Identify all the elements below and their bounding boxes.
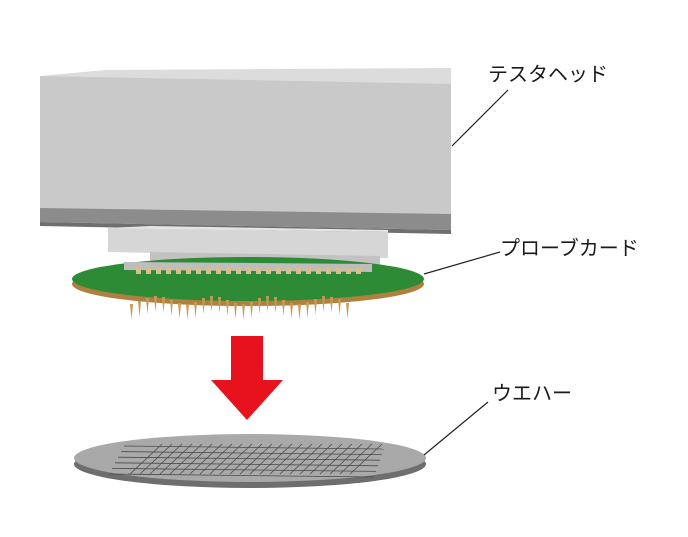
tester-head-base-stripe <box>40 208 451 230</box>
probe-card-mount <box>108 228 388 258</box>
probe-pin <box>170 300 173 316</box>
probe-card-pads <box>136 268 361 274</box>
contact-pad <box>286 268 291 274</box>
contact-pad <box>346 268 351 274</box>
probe-pin <box>298 304 301 320</box>
probe-pin <box>330 297 333 313</box>
wafer-grid-line <box>319 443 353 475</box>
wafer-surface <box>74 434 426 482</box>
contact-pad <box>256 268 261 274</box>
probe-pin <box>186 304 189 320</box>
down-arrow-icon <box>211 336 283 420</box>
probe-pin <box>162 297 165 313</box>
wafer-grid-line <box>209 443 243 475</box>
contact-pad <box>316 268 321 274</box>
wafer-grid-line <box>199 443 233 475</box>
tester-head-label: テスタヘッド <box>488 62 608 86</box>
wafer-grid-line <box>219 443 253 475</box>
wafer-grid-line <box>117 456 381 461</box>
probe-pin <box>218 297 221 313</box>
probe-pin <box>202 298 205 314</box>
probe-pin <box>314 299 317 315</box>
probe-pin <box>322 296 325 312</box>
probe-pin <box>194 302 197 318</box>
wafer-grid-line <box>120 451 383 455</box>
contact-pad <box>226 268 231 274</box>
probe-pin <box>146 298 149 314</box>
wafer-grid-line <box>309 443 343 475</box>
contact-pad <box>276 268 281 274</box>
contact-pad <box>336 268 341 274</box>
contact-pad <box>176 268 181 274</box>
probe-card-pins <box>130 296 349 320</box>
probe-pin <box>138 301 141 317</box>
leader-lines <box>423 89 509 456</box>
probe-pin <box>274 297 277 313</box>
contact-pad <box>146 268 151 274</box>
probe-pin <box>258 298 261 314</box>
contact-pad <box>216 268 221 274</box>
tester-head-front <box>40 76 451 216</box>
probe-pin <box>226 300 229 316</box>
probe-pin <box>338 299 341 315</box>
contact-pad <box>196 268 201 274</box>
wafer <box>74 434 426 488</box>
wafer-label: ウエハー <box>492 381 572 405</box>
contact-pad <box>236 268 241 274</box>
wafer-grid-line <box>114 462 379 467</box>
contact-pad <box>206 268 211 274</box>
probe-card-label: プローブカード <box>500 236 639 260</box>
contact-pad <box>306 268 311 274</box>
probe-pin <box>178 303 181 319</box>
wafer-die-grid <box>108 443 385 478</box>
contact-pad <box>246 268 251 274</box>
probe-pin <box>306 302 309 318</box>
leader-line-wafer <box>423 401 489 456</box>
contact-pad <box>326 268 331 274</box>
probe-pin <box>242 304 245 320</box>
contact-pad <box>296 268 301 274</box>
tester-head <box>40 68 451 234</box>
leader-line-tester-head <box>451 89 509 147</box>
contact-pad <box>136 268 141 274</box>
probe-pin <box>234 303 237 319</box>
contact-pad <box>266 268 271 274</box>
contact-pad <box>156 268 161 274</box>
probe-pin <box>154 296 157 312</box>
probe-pin <box>250 302 253 318</box>
probe-pin <box>266 296 269 312</box>
wafer-grid-line <box>108 473 375 478</box>
wafer-grid-line <box>299 443 333 475</box>
contact-pad <box>356 268 361 274</box>
contact-pad <box>186 268 191 274</box>
probe-pin <box>290 303 293 319</box>
probe-pin <box>282 300 285 316</box>
contact-pad <box>166 268 171 274</box>
wafer-grid-line <box>111 468 377 472</box>
probe-pin <box>130 304 133 320</box>
probe-pin <box>210 296 213 312</box>
leader-line-probe-card <box>423 251 501 275</box>
wafer-grid-line <box>123 445 385 450</box>
probe-card <box>72 226 424 320</box>
probe-pin <box>346 303 349 319</box>
